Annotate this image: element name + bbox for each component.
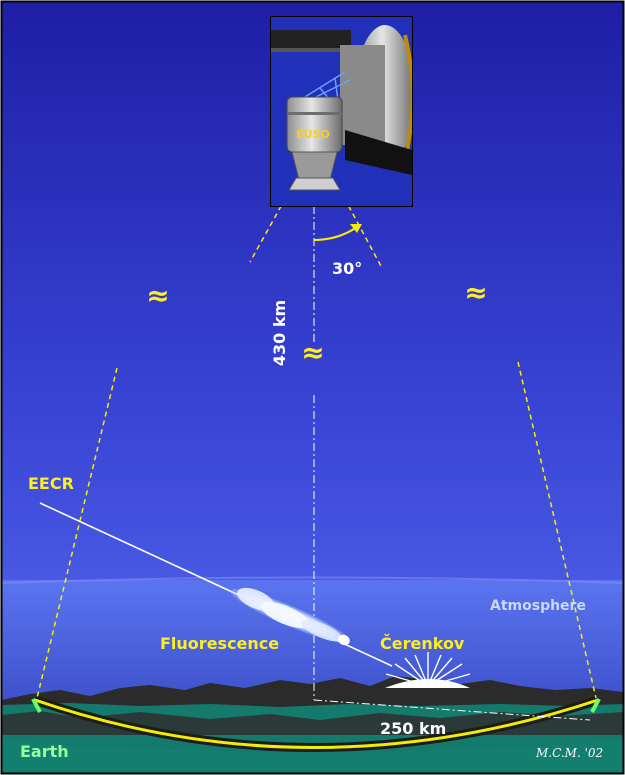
cerenkov-glow [385,652,471,688]
footprint-radius-line [313,699,591,721]
euso-label: EUSO [296,128,330,141]
earth-footprint-arc-yellow [34,698,599,749]
approx-symbol-right: ≈ [464,276,487,309]
eecr-label: EECR [28,474,74,493]
footprint-end-right [590,698,601,713]
earth-label: Earth [20,742,69,761]
signature-label: M.C.M. '02 [535,746,603,760]
altitude-label: 430 km [270,300,289,366]
fluorescence-label: Fluorescence [160,634,279,653]
approx-symbol-center: ≈ [301,336,324,369]
fov-line-right-lower [517,361,597,699]
atmosphere-edge [1,576,624,584]
angle-arrowhead [350,224,362,233]
footprint-end-left [31,698,42,713]
footprint-label: 250 km [380,719,446,738]
shore-band [2,740,623,773]
fluorescence-shower [230,587,350,646]
angle-label: 30° [332,259,362,278]
atmosphere-label: Atmosphere [490,598,586,614]
cerenkov-label: Čerenkov [380,634,465,653]
euso-satellite-inset [270,16,413,207]
approx-symbol-left: ≈ [146,279,169,312]
angle-arc [313,226,358,241]
atmosphere-band [2,580,623,700]
fov-line-left-lower [36,367,118,699]
fov-line-right-upper [339,189,383,269]
